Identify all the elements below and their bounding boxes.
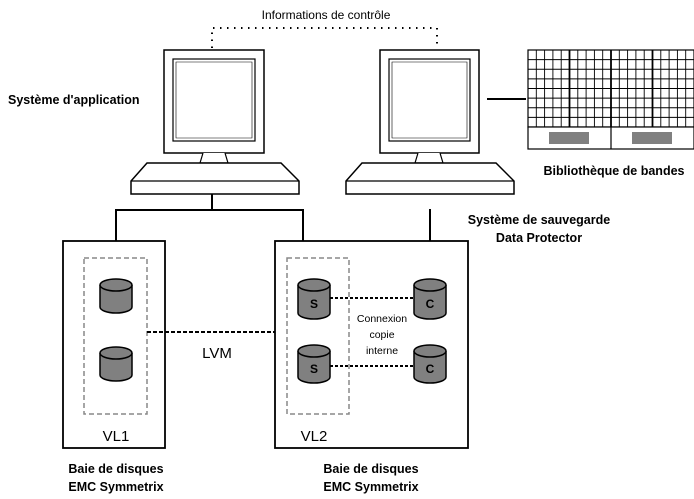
left-array-label-line2: EMC Symmetrix <box>68 480 163 494</box>
app-base <box>130 162 300 195</box>
backup-system-computer <box>345 49 515 195</box>
backup-screen <box>388 58 471 142</box>
app-stand <box>199 152 229 164</box>
app-screen <box>172 58 256 142</box>
lvm-label: LVM <box>202 345 232 362</box>
source-disk-2-label: S <box>310 362 318 376</box>
vl1-label: VL1 <box>103 428 130 445</box>
right-array-label-line1: Baie de disques <box>323 462 418 476</box>
internal-copy-label-line3: interne <box>366 345 398 357</box>
left-array-label-line1: Baie de disques <box>68 462 163 476</box>
backup-system-label-line1: Système de sauvegarde <box>468 213 610 227</box>
backup-base <box>345 162 515 195</box>
left-disk-1 <box>99 278 133 314</box>
left-disk-array <box>62 240 166 449</box>
copy-disk-1: C <box>413 278 447 320</box>
vl2-label: VL2 <box>301 428 328 445</box>
app-to-left-array-link <box>115 194 213 241</box>
application-system-computer <box>130 49 300 195</box>
source-disk-1: S <box>297 278 331 320</box>
tape-library-grid <box>527 49 694 128</box>
backup-screen-inner <box>391 61 468 139</box>
control-info-label: Informations de contrôle <box>262 8 391 22</box>
vl2-volume-group <box>286 257 350 415</box>
app-system-label: Système d'application <box>8 93 139 107</box>
copy-disk-2: C <box>413 344 447 384</box>
tape-library-label: Bibliothèque de bandes <box>544 164 685 178</box>
copy-disk-1-label: C <box>426 297 435 311</box>
source-disk-2: S <box>297 344 331 384</box>
internal-copy-label-line1: Connexion <box>357 313 407 325</box>
source-disk-1-label: S <box>310 297 318 311</box>
tape-library <box>527 49 694 150</box>
control-info-dotted-link <box>211 27 438 48</box>
app-to-right-array-link <box>212 209 304 241</box>
right-array-label-line2: EMC Symmetrix <box>323 480 418 494</box>
backup-system-label-line2: Data Protector <box>496 231 582 245</box>
tape-drive-slot <box>632 132 672 144</box>
backup-stand <box>414 152 444 164</box>
tape-drive-slot <box>549 132 589 144</box>
internal-copy-label-line2: copie <box>369 329 394 341</box>
app-screen-inner <box>175 61 253 139</box>
vl1-volume-group <box>83 257 148 415</box>
left-disk-2 <box>99 346 133 382</box>
copy-disk-2-label: C <box>426 362 435 376</box>
